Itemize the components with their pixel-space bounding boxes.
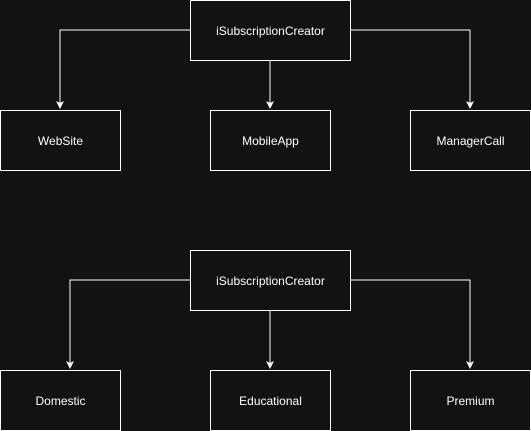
bottom-child-node-educational[interactable]: Educational [210,370,331,431]
top-child-node-managercall[interactable]: ManagerCall [410,110,531,171]
connector-bottom-root-to-premium [350,279,474,369]
connector-bottom-root-to-domestic [66,279,190,369]
bottom-child-node-premium[interactable]: Premium [410,370,531,431]
top-root-node[interactable]: iSubscriptionCreator [190,0,351,61]
bottom-child-node-premium-label: Premium [446,393,495,408]
bottom-child-node-educational-label: Educational [239,393,302,408]
bottom-child-node-domestic[interactable]: Domestic [0,370,121,431]
bottom-root-node[interactable]: iSubscriptionCreator [190,250,351,311]
top-child-node-managercall-label: ManagerCall [436,133,505,148]
top-child-node-mobileapp-label: MobileApp [242,133,299,148]
bottom-root-node-label: iSubscriptionCreator [216,273,325,288]
top-root-node-label: iSubscriptionCreator [216,23,325,38]
top-child-node-website-label: WebSite [37,133,84,148]
connector-top-root-to-managercall [350,29,474,109]
top-child-node-mobileapp[interactable]: MobileApp [210,110,331,171]
connector-top-root-to-website [56,29,190,109]
top-child-node-website[interactable]: WebSite [0,110,121,171]
bottom-child-node-domestic-label: Domestic [35,393,86,408]
